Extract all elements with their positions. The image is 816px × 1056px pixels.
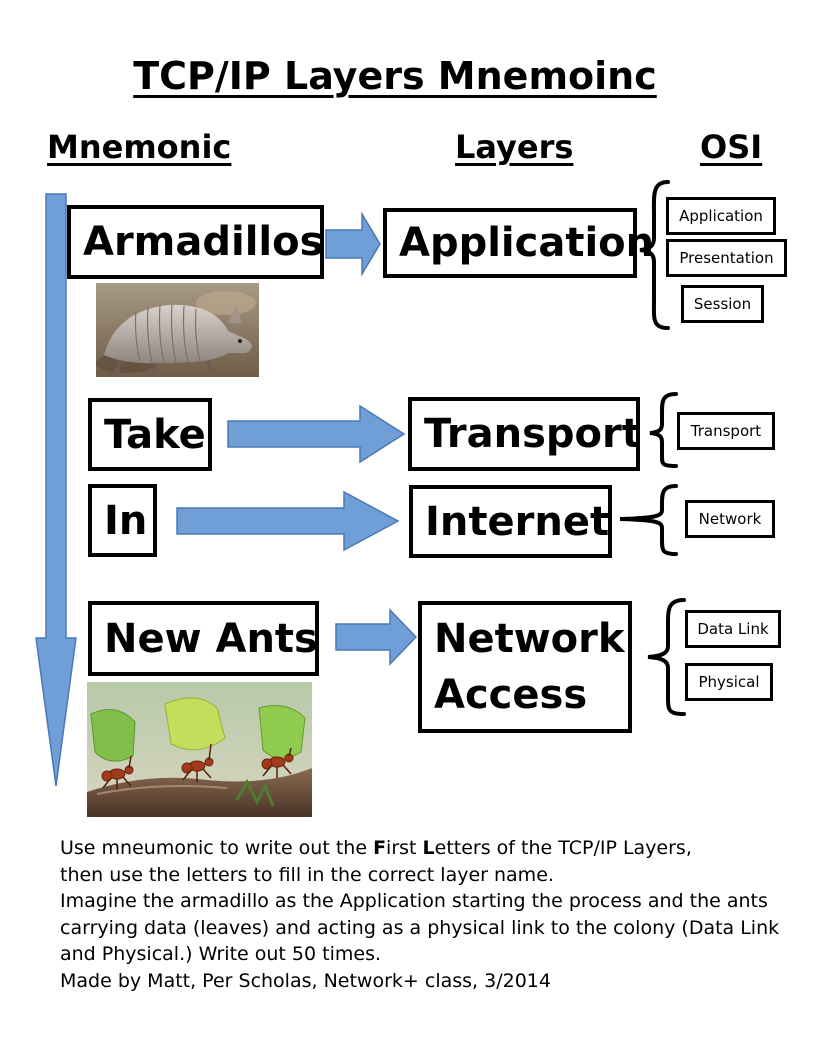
layer-transport: Transport	[408, 397, 641, 471]
instructions-text: Use mneumonic to write out the First Let…	[60, 835, 780, 994]
arrow-take-transport	[227, 404, 406, 464]
leafcutter-ants-image	[87, 682, 312, 817]
osi-data-link: Data Link	[685, 610, 781, 648]
instructions-line1: Use mneumonic to write out the First Let…	[60, 837, 692, 859]
layer-network-access: Network Access	[418, 601, 632, 733]
osi-network: Network	[685, 500, 775, 538]
layer-application: Application	[383, 208, 654, 278]
arrow-armadillos-application	[325, 211, 381, 277]
osi-application: Application	[666, 197, 776, 235]
brace-internet	[619, 484, 678, 556]
credit-line: Made by Matt, Per Scholas, Network+ clas…	[60, 969, 551, 992]
layer-network-access-line2: Access	[434, 672, 588, 718]
arrow-newants-networkaccess	[335, 608, 418, 666]
mnemonic-new-ants: New Ants	[88, 601, 319, 676]
layer-internet: Internet	[409, 485, 612, 558]
layer-network-access-line1: Network	[434, 616, 625, 662]
osi-transport: Transport	[677, 412, 775, 450]
mnemonic-armadillos: Armadillos	[67, 205, 324, 279]
osi-presentation: Presentation	[666, 239, 787, 277]
osi-physical: Physical	[685, 663, 773, 701]
header-osi: OSI	[700, 128, 763, 166]
brace-application	[639, 180, 670, 330]
mnemonic-in: In	[88, 484, 157, 557]
armadillo-image	[96, 283, 259, 377]
header-layers: Layers	[455, 128, 574, 166]
instructions-line3: Imagine the armadillo as the Application…	[60, 890, 780, 965]
down-arrow	[35, 193, 77, 787]
header-mnemonic: Mnemonic	[47, 128, 232, 166]
instructions-line2: then use the letters to fill in the corr…	[60, 863, 554, 886]
page-title: TCP/IP Layers Mnemoinc	[133, 54, 657, 98]
mnemonic-take: Take	[88, 398, 212, 471]
brace-network-access	[647, 598, 686, 716]
osi-session: Session	[681, 285, 764, 323]
arrow-in-internet	[176, 490, 400, 552]
brace-transport	[649, 392, 678, 468]
